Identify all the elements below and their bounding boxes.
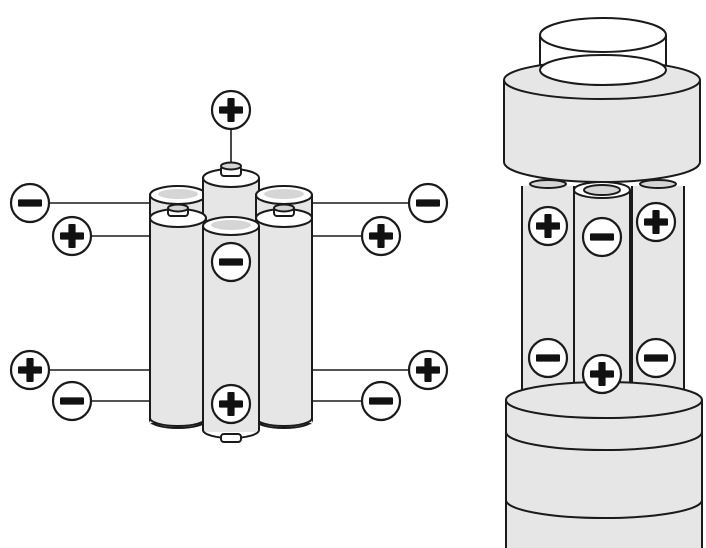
left-leader-lines xyxy=(48,128,410,402)
right-upper-inner-plus-icon xyxy=(360,215,402,257)
flashlight-center-top-minus-icon xyxy=(581,216,623,258)
flashlight-center-bottom-plus-icon xyxy=(581,353,623,395)
left-top-plus-icon xyxy=(210,89,252,131)
flashlight-left-bottom-minus-icon xyxy=(527,337,569,379)
flashlight-right-top-plus-icon xyxy=(635,201,677,243)
left-polarity-labels xyxy=(9,89,449,425)
right-panel-flashlight xyxy=(503,17,703,548)
right-upper-outer-minus-icon xyxy=(407,182,449,224)
left-lower-outer-plus-icon xyxy=(9,349,51,391)
battery-front-left xyxy=(149,203,207,427)
flashlight-left-top-plus-icon xyxy=(527,205,569,247)
left-lower-inner-minus-icon xyxy=(51,380,93,422)
center-lower-plus-icon xyxy=(210,383,252,425)
right-lower-inner-minus-icon xyxy=(360,380,402,422)
flashlight-head-collar xyxy=(503,54,701,183)
right-lower-outer-plus-icon xyxy=(407,349,449,391)
left-upper-outer-minus-icon xyxy=(9,182,51,224)
right-polarity-labels xyxy=(527,201,677,395)
flashlight-lower-body xyxy=(505,381,703,548)
flashlight-right-bottom-minus-icon xyxy=(635,337,677,379)
battery-front-right xyxy=(255,203,313,427)
center-upper-minus-icon xyxy=(210,241,252,283)
left-upper-inner-plus-icon xyxy=(51,215,93,257)
left-panel-battery-pack xyxy=(9,89,449,443)
